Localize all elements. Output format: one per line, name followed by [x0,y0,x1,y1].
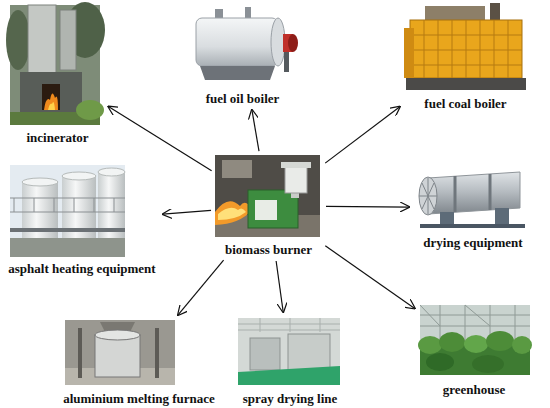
connector-arrow [163,210,211,214]
incinerator-photo-part [76,100,104,120]
equipment-node: aluminium melting furnace [60,318,218,406]
connector-arrow [326,206,409,208]
equipment-node: drying equipment [413,165,533,250]
asphalt-heating-photo-part [98,168,125,176]
equipment-node: fuel coal boiler [403,3,528,111]
asphalt-heating-photo [10,165,125,257]
fuel-coal-boiler-photo-part [410,20,522,78]
biomass-burner-photo-part [222,160,252,178]
aluminium-furnace-photo [65,320,175,385]
aluminium-furnace-photo-part [95,335,140,377]
asphalt-heating-photo-part [10,238,125,257]
incinerator-photo-part [48,102,55,110]
fuel-coal-boiler-photo-part [490,3,500,21]
incinerator-photo-part [44,93,58,110]
incinerator-photo [6,2,105,125]
greenhouse-photo-part [418,336,442,354]
spray-drying-line-photo-part [250,338,280,370]
equipment-label: greenhouse [443,382,506,397]
greenhouse-photo-part [512,336,532,354]
drying-equipment-photo-part [419,177,437,215]
spray-drying-line-photo [238,318,340,385]
fuel-oil-boiler-photo-part [196,18,278,66]
asphalt-heating-photo-part [10,165,125,257]
equipment-label: drying equipment [423,235,522,250]
incinerator-photo-part [6,10,30,70]
drying-equipment-photo-part [495,208,509,226]
biomass-burner-photo-part [248,190,298,228]
equipment-label: fuel coal boiler [424,96,506,111]
equipment-node: incinerator [10,5,105,145]
biomass-burner-photo-part [285,165,307,193]
aluminium-furnace-photo-part [155,328,159,378]
greenhouse-photo-part [464,335,488,353]
greenhouse-photo-part [472,355,504,373]
equipment-label: biomass burner [225,242,312,257]
fuel-oil-boiler-photo-part [288,34,298,52]
fuel-coal-boiler-photo-part [406,78,526,90]
equipment-label: aluminium melting furnace [63,391,215,406]
incinerator-photo-part [60,10,76,70]
equipment-node: greenhouse [418,303,530,397]
drying-equipment-photo-part [419,178,437,214]
equipment-label: fuel oil boiler [206,91,280,106]
drying-equipment-photo-part [455,174,490,212]
fuel-coal-boiler-photo-part [425,6,485,20]
connector-arrow [325,246,414,309]
connector-arrow [108,107,211,171]
spray-drying-line-photo-part [238,366,340,385]
spray-drying-line-photo-part [238,318,340,332]
connector-arrow [325,107,400,163]
fuel-coal-boiler-photo-part [410,20,522,78]
greenhouse-photo [418,305,532,375]
equipment-node: spray drying line [238,316,342,406]
incinerator-photo-part [20,72,82,117]
biomass-burner-photo-part [215,201,252,225]
biomass-burner-photo-part [218,208,246,220]
connector-arrow [276,261,283,312]
greenhouse-photo-part [426,353,454,371]
incinerator-photo-part [42,84,60,110]
connector-arrow [178,260,224,315]
aluminium-furnace-photo-part [65,320,175,385]
fuel-coal-boiler-photo-part [404,28,414,78]
fuel-oil-boiler-photo-part [200,66,275,80]
connector-arrow [252,110,259,151]
asphalt-heating-photo-part [10,228,125,232]
greenhouse-photo-part [486,331,514,351]
biomass-burner-photo-part [255,200,277,220]
greenhouse-photo-part [439,332,465,352]
drying-equipment-photo-part [428,172,520,214]
equipment-node: biomass burner [215,155,322,257]
fuel-coal-boiler-photo [404,3,526,90]
drying-equipment-photo-part [440,212,454,226]
fuel-oil-boiler-photo-part [284,52,289,72]
equipment-label: incinerator [26,130,88,145]
fuel-oil-boiler-photo-part [271,18,285,66]
asphalt-heating-photo-part [10,198,125,212]
aluminium-furnace-photo-part [95,330,140,340]
drying-equipment-photo [419,172,525,228]
asphalt-heating-photo-part [62,172,96,180]
equipment-node: fuel oil boiler [185,5,300,106]
aluminium-furnace-photo-part [78,328,82,378]
drying-equipment-photo-part [420,224,525,228]
equipment-label: spray drying line [243,391,338,406]
asphalt-heating-photo-part [22,178,58,186]
spray-drying-line-photo-part [238,318,340,385]
biomass-burner-photo [215,155,320,237]
equipment-node: asphalt heating equipment [5,165,159,276]
biomass-burner-photo-part [281,162,311,168]
fuel-oil-boiler-photo [196,7,298,80]
spray-drying-line-photo-part [288,334,330,370]
equipment-label: asphalt heating equipment [8,261,155,276]
biomass-burner-photo-part [215,155,320,237]
